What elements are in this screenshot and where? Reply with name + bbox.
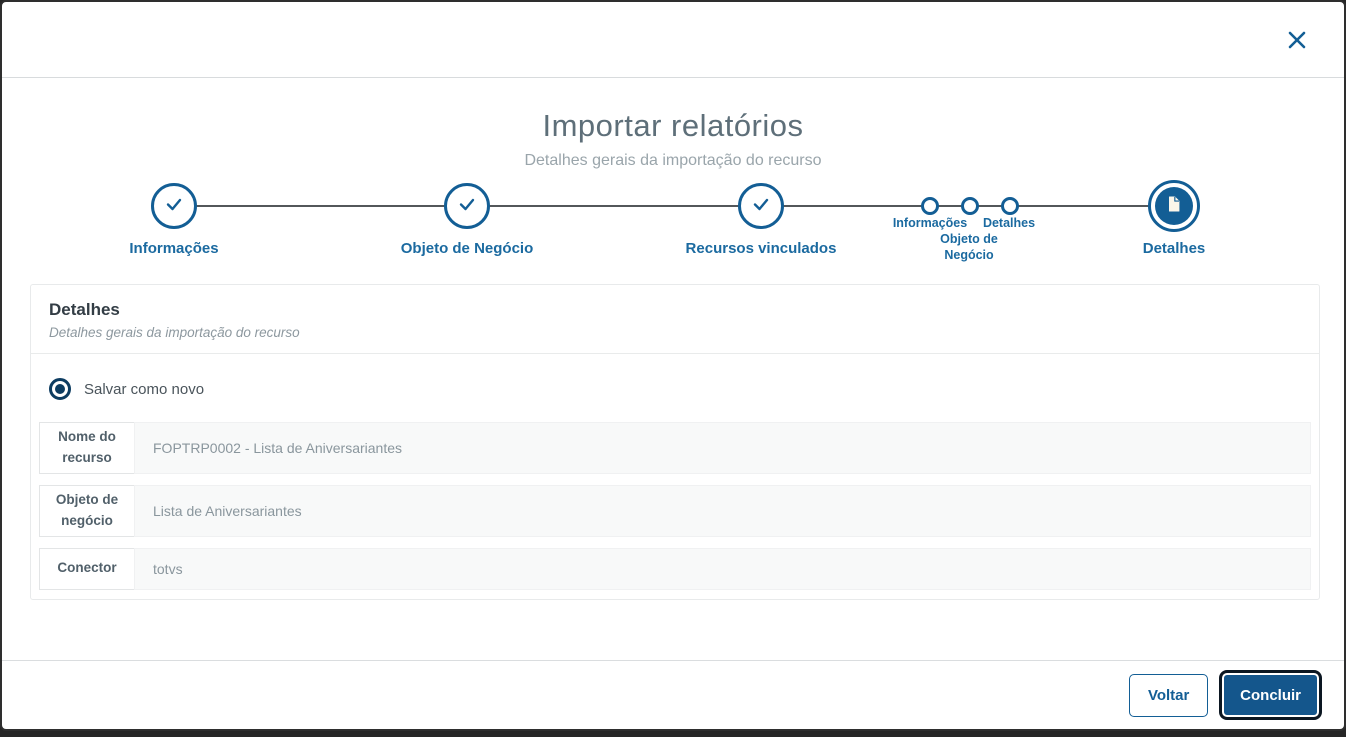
field-label: Nome do recurso xyxy=(39,422,135,474)
details-panel: Detalhes Detalhes gerais da importação d… xyxy=(30,284,1320,600)
step-detalhes-active-circle[interactable] xyxy=(1148,180,1200,232)
close-button[interactable] xyxy=(1282,26,1312,56)
radio-selected-icon xyxy=(49,378,71,400)
field-row-objeto-de-negocio: Objeto de negócio Lista de Aniversariant… xyxy=(39,484,1311,537)
close-icon xyxy=(1286,29,1308,54)
step-label-collapsed-objeto-de-negocio[interactable]: Objeto de Negócio xyxy=(940,232,998,262)
step-collapsed-detalhes-circle[interactable] xyxy=(1001,197,1019,215)
back-button[interactable]: Voltar xyxy=(1129,673,1209,717)
step-label-detalhes[interactable]: Detalhes xyxy=(1142,240,1206,257)
check-icon xyxy=(750,193,772,220)
page-subtitle: Detalhes gerais da importação do recurso xyxy=(524,152,822,169)
step-label-collapsed-detalhes[interactable]: Detalhes xyxy=(982,216,1036,230)
field-label: Objeto de negócio xyxy=(39,484,135,537)
check-icon xyxy=(456,193,478,220)
step-label-informacoes[interactable]: Informações xyxy=(129,240,219,257)
finish-button[interactable]: Concluir xyxy=(1222,673,1319,717)
page-title: Importar relatórios xyxy=(542,108,804,143)
modal-header xyxy=(2,2,1344,78)
field-label: Conector xyxy=(39,547,135,590)
step-detalhes-active-fill xyxy=(1155,187,1193,225)
field-row-conector: Conector totvs xyxy=(39,547,1311,590)
check-icon xyxy=(163,193,185,220)
panel-header: Detalhes Detalhes gerais da importação d… xyxy=(31,285,1319,354)
step-objeto-de-negocio-circle[interactable] xyxy=(444,183,490,229)
panel-subtitle: Detalhes gerais da importação do recurso xyxy=(49,325,300,340)
step-informacoes-circle[interactable] xyxy=(151,183,197,229)
save-as-new-radio[interactable]: Salvar como novo xyxy=(31,354,1319,422)
step-label-recursos-vinculados[interactable]: Recursos vinculados xyxy=(685,240,837,257)
step-label-collapsed-informacoes[interactable]: Informações xyxy=(892,216,968,230)
business-object-input[interactable]: Lista de Aniversariantes xyxy=(134,484,1311,537)
field-row-nome-do-recurso: Nome do recurso FOPTRP0002 - Lista de An… xyxy=(39,422,1311,474)
step-collapsed-objeto-de-negocio-circle[interactable] xyxy=(961,197,979,215)
stepper-connector-line xyxy=(174,205,1174,207)
modal-footer: Voltar Concluir xyxy=(2,660,1344,729)
fields-group: Nome do recurso FOPTRP0002 - Lista de An… xyxy=(31,422,1319,590)
radio-label: Salvar como novo xyxy=(84,380,205,398)
step-collapsed-informacoes-circle[interactable] xyxy=(921,197,939,215)
step-label-objeto-de-negocio[interactable]: Objeto de Negócio xyxy=(400,240,534,257)
step-recursos-vinculados-circle[interactable] xyxy=(738,183,784,229)
panel-title: Detalhes xyxy=(49,300,120,319)
connector-input[interactable]: totvs xyxy=(134,547,1311,590)
resource-name-input[interactable]: FOPTRP0002 - Lista de Aniversariantes xyxy=(134,422,1311,474)
document-icon xyxy=(1164,194,1184,219)
